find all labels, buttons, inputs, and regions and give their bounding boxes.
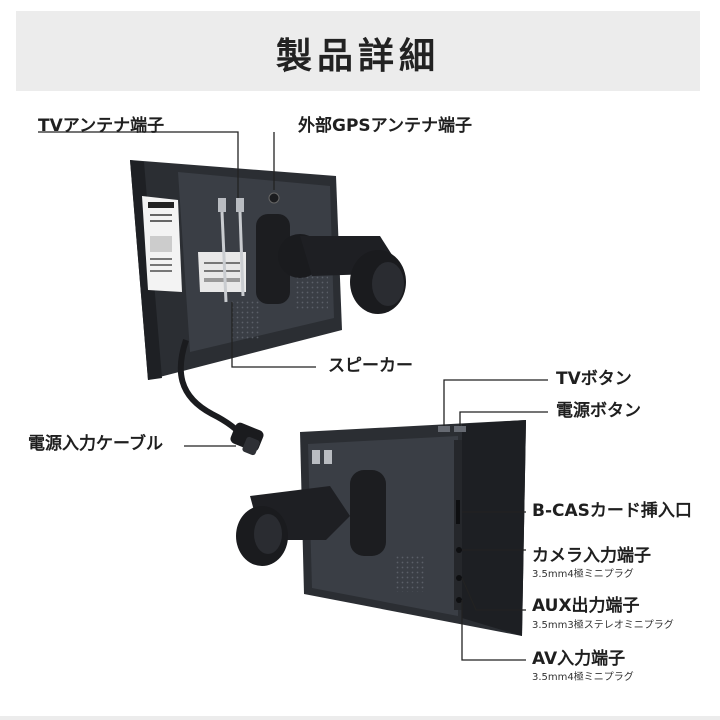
page-title: 製品詳細 [275,36,440,77]
leader-lines [38,131,548,661]
speaker-grill-lower [396,556,426,592]
label-av-input: AV入力端子 [532,649,626,669]
label-aux-output-spec: 3.5mm3極ステレオミニプラグ [532,620,674,631]
label-external-gps: 外部GPSアンテナ端子 [298,116,472,136]
label-speaker: スピーカー [328,356,413,376]
label-tv-antenna: TVアンテナ端子 [38,116,165,136]
label-aux-output: AUX出力端子 [532,596,640,616]
camera-input-port [456,547,462,553]
power-button [454,426,466,432]
label-camera-input-spec: 3.5mm4極ミニプラグ [532,569,634,580]
label-power-button: 電源ボタン [556,401,641,421]
speaker-grill-left [230,300,260,340]
monitor-side-view [236,420,526,636]
av-input-port [456,597,462,603]
tv-button [438,426,450,432]
gps-port [268,192,280,204]
bcas-slot [456,500,460,524]
label-av-input-spec: 3.5mm4極ミニプラグ [532,672,634,683]
suction-mount [256,214,406,314]
header-band: 製品詳細 [16,11,700,91]
bottom-edge [0,716,720,720]
monitor-rear-view [130,160,406,456]
aux-output-port [456,575,462,581]
label-tv-button: TVボタン [556,369,632,389]
label-bcas-slot: B-CASカード挿入口 [532,501,692,521]
caution-sticker [142,196,182,292]
label-camera-input: カメラ入力端子 [532,546,651,566]
tv-antenna-connectors [218,198,245,303]
power-plug [230,422,264,456]
suction-mount-lower [236,470,386,566]
label-power-cable: 電源入力ケーブル [28,434,163,454]
